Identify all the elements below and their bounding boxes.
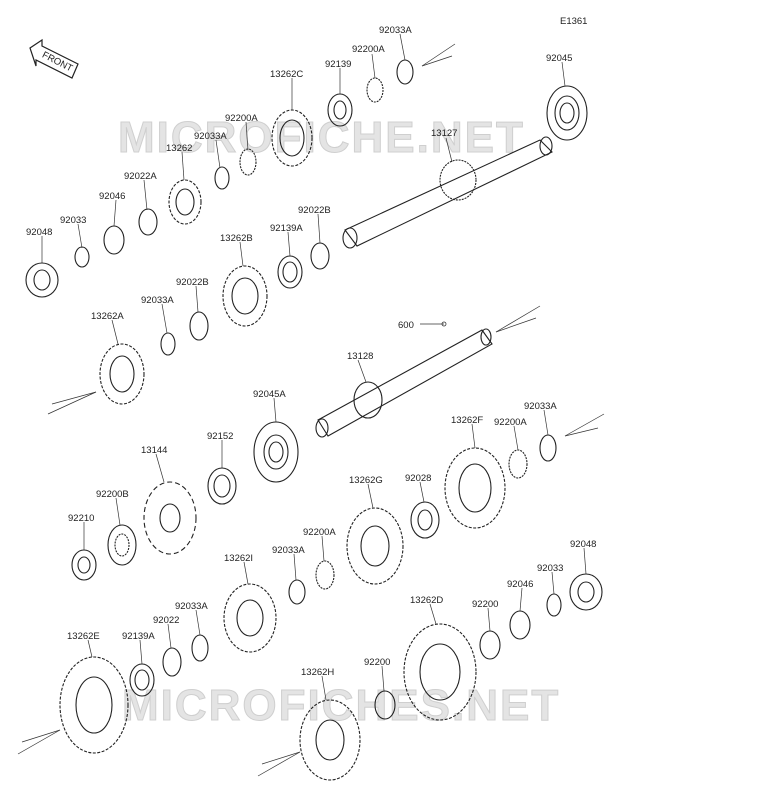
label-13127: 13127 — [431, 128, 457, 139]
bushing-92048-bottom — [569, 573, 603, 611]
label-92046-1: 92046 — [99, 191, 125, 202]
label-92139A-1: 92139A — [270, 223, 303, 234]
bearing-92045A — [253, 421, 299, 483]
label-92200-1: 92200 — [472, 599, 498, 610]
front-arrow-icon: FRONT — [29, 38, 79, 79]
ring-92033-bottom — [546, 593, 562, 617]
bushing-92048-top — [25, 262, 59, 298]
gear-13262G — [346, 507, 404, 585]
label-92200-2: 92200 — [364, 657, 390, 668]
label-92022B-1: 92022B — [298, 205, 331, 216]
label-13262I: 13262I — [224, 553, 253, 564]
label-92200A-3: 92200A — [494, 417, 527, 428]
nut-92210 — [71, 549, 97, 581]
label-13262H: 13262H — [301, 667, 334, 678]
gear-13262H — [299, 699, 361, 781]
label-92033A-3: 92033A — [141, 295, 174, 306]
ring-92033A-3 — [160, 332, 176, 356]
washer-92022 — [162, 647, 182, 677]
gear-13262 — [168, 179, 202, 225]
washer-92200A-4 — [315, 560, 335, 590]
label-13262E: 13262E — [67, 631, 100, 642]
washer-92022B-top — [310, 242, 330, 270]
label-92028: 92028 — [405, 473, 431, 484]
label-13144: 13144 — [141, 445, 167, 456]
washer-92200-b — [374, 690, 396, 720]
label-13262D: 13262D — [410, 595, 443, 606]
washer-92200A-3 — [508, 449, 528, 479]
ring-92033A-6 — [191, 634, 209, 662]
label-92022: 92022 — [153, 615, 179, 626]
axis-guides — [17, 43, 605, 777]
part-labels: 92033A 92200A 92139 92045 13262C 92200A … — [26, 25, 596, 678]
washer-92022A — [138, 208, 158, 236]
gear-13262A — [99, 343, 145, 405]
bearing-92139A-top — [277, 255, 303, 289]
label-92210: 92210 — [68, 513, 94, 524]
label-13262G: 13262G — [349, 475, 383, 486]
label-92033A-6: 92033A — [175, 601, 208, 612]
label-92045A: 92045A — [253, 389, 286, 400]
gear-13262F — [444, 447, 506, 529]
label-92022B-2: 92022B — [176, 277, 209, 288]
shaft-13127 — [342, 136, 553, 249]
label-92152: 92152 — [207, 431, 233, 442]
gear-13262E — [59, 656, 129, 754]
ring-92033-top — [74, 246, 90, 268]
label-92033A-4: 92033A — [524, 401, 557, 412]
label-92022A: 92022A — [124, 171, 157, 182]
label-92139A-2: 92139A — [122, 631, 155, 642]
gear-13262B — [222, 265, 268, 327]
label-13262F: 13262F — [451, 415, 483, 426]
gear-13262I — [223, 583, 277, 653]
bushing-92152 — [207, 467, 237, 505]
label-92139: 92139 — [325, 59, 351, 70]
label-13128: 13128 — [347, 351, 373, 362]
label-92048-2: 92048 — [570, 539, 596, 550]
label-92033-1: 92033 — [60, 215, 86, 226]
label-92200A-4: 92200A — [303, 527, 336, 538]
label-13262A: 13262A — [91, 311, 124, 322]
watermark-bottom: MICROFICHES.NET — [122, 681, 560, 730]
label-92048-1: 92048 — [26, 227, 52, 238]
washer-92200A-top — [366, 77, 384, 103]
ring-92033A-2 — [214, 166, 230, 190]
bearing-92045 — [546, 85, 588, 141]
washer-92200-a — [479, 630, 501, 660]
ref-600-dot — [441, 321, 447, 327]
bearing-92046-top — [103, 225, 125, 255]
diagram-code: E1361 — [560, 16, 587, 27]
bearing-92046-bottom — [509, 610, 531, 640]
label-92033A-2: 92033A — [194, 131, 227, 142]
label-92045: 92045 — [546, 53, 572, 64]
ring-92033A-5 — [288, 579, 306, 605]
gear-13262D — [403, 623, 477, 721]
bearing-92028 — [410, 501, 440, 539]
label-92033-2: 92033 — [537, 563, 563, 574]
watermark-top: MICROFICHE.NET — [118, 113, 525, 162]
label-13262B: 13262B — [220, 233, 253, 244]
label-92200A-1: 92200A — [352, 44, 385, 55]
label-13262: 13262 — [166, 143, 192, 154]
label-13262C: 13262C — [270, 69, 303, 80]
sprocket-13144 — [143, 481, 197, 555]
label-92046-2: 92046 — [507, 579, 533, 590]
leader-lines — [41, 33, 587, 701]
washer-92022B-2 — [189, 311, 209, 341]
washer-92200B — [107, 524, 137, 566]
label-600: 600 — [398, 320, 414, 331]
label-92200A-2: 92200A — [225, 113, 258, 124]
label-92033A-5: 92033A — [272, 545, 305, 556]
label-92200B: 92200B — [96, 489, 129, 500]
ring-92033A-top — [396, 59, 414, 85]
ring-92033A-4 — [539, 434, 557, 462]
shaft-13128 — [315, 328, 493, 438]
label-92033A-1: 92033A — [379, 25, 412, 36]
